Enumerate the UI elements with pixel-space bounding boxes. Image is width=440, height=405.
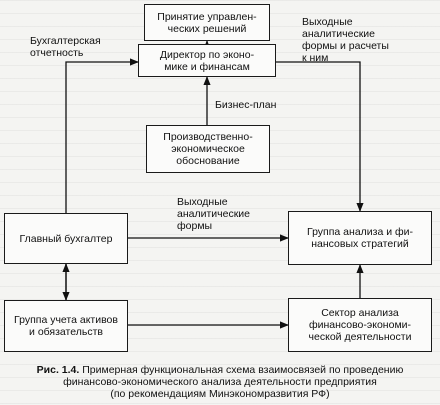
caption-line1: Примерная функциональная схема взаимосвя…: [79, 364, 404, 376]
box-management-decisions: Принятие управлен- ческих решений: [144, 4, 270, 41]
label-output-forms-mid: Выходные аналитические формы: [177, 196, 251, 232]
arrow-director-to-analysis-group: [276, 61, 364, 212]
label-output-forms-top: Выходные аналитические формы и расчеты к…: [302, 16, 389, 64]
figure-caption: Рис. 1.4. Примерная функциональная схема…: [0, 364, 440, 400]
box-analysis-strategy-group: Группа анализа и фи- нансовых стратегий: [288, 211, 432, 265]
box-assets-liabilities-accounting-group: Группа учета активов и обязательств: [4, 300, 128, 352]
caption-line2: финансово-экономического анализа деятель…: [63, 376, 377, 388]
label-accounting-reports: Бухгалтерская отчетность: [30, 35, 101, 59]
arrow-chief-to-director: [65, 58, 139, 213]
box-financial-analysis-sector: Сектор анализа финансово-экономи- ческой…: [288, 298, 432, 352]
caption-line3: (по рекомендациям Минэкономразвития РФ): [110, 388, 330, 400]
box-director-economics-finance: Директор по эконо- мике и финансам: [138, 44, 276, 77]
label-business-plan: Бизнес-план: [215, 99, 277, 111]
box-chief-accountant: Главный бухгалтер: [4, 213, 128, 264]
box-production-economic-justification: Производственно- экономическое обоснован…: [146, 125, 270, 173]
caption-number: Рис. 1.4.: [36, 364, 80, 376]
